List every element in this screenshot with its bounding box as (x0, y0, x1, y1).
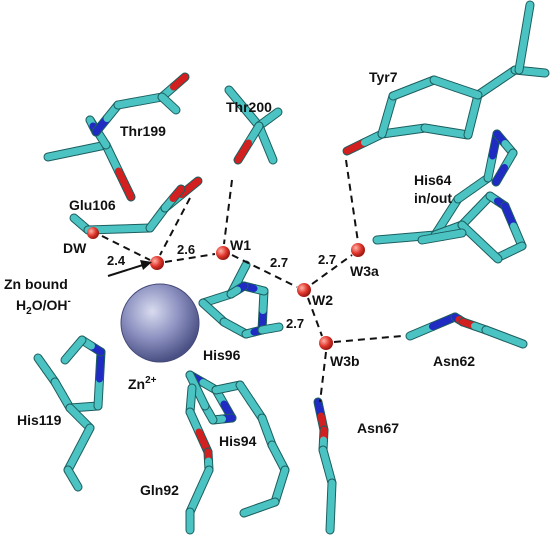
his64-bond (491, 148, 518, 187)
label-w1: W1 (230, 237, 251, 253)
label-his64-line1: His64 (414, 172, 452, 188)
glu106-bond (160, 184, 186, 213)
label-tyr7: Tyr7 (369, 69, 398, 85)
zn-bound-rest: O/OH (32, 297, 68, 313)
tyr7-bond (429, 75, 483, 100)
label-thr200: Thr200 (226, 99, 272, 115)
his64-bond (453, 173, 493, 204)
his94-bond (239, 497, 280, 518)
hbond-w1-w2 (231, 254, 298, 288)
label-zn-bound-line2: H2O/OH- (16, 296, 71, 317)
label-w3a: W3a (350, 263, 379, 279)
his64-bond (500, 201, 527, 251)
hbond-tyr7-w3a (345, 159, 359, 243)
tyr7-bond (377, 123, 430, 139)
tyr7-bond (463, 90, 483, 140)
label-w3b: W3b (330, 353, 360, 369)
tyr7-bond (342, 129, 387, 156)
hbond-dw-znwater (101, 235, 151, 261)
hbond-thr200-w1 (223, 179, 233, 245)
thr199-bond (157, 72, 190, 102)
water-w3b (319, 336, 333, 350)
thr199-bond (157, 92, 181, 115)
hbond-w2-w3a (311, 254, 353, 285)
thr200-bond (233, 121, 264, 165)
his96-bond (257, 286, 269, 335)
label-zinc: Zn2+ (128, 375, 157, 392)
water-w2 (297, 283, 311, 297)
label-asn62: Asn62 (433, 353, 475, 369)
label-his94: His94 (219, 433, 257, 449)
zinc-charge: 2+ (145, 375, 157, 386)
his119-bond (93, 347, 106, 411)
his119-bond (33, 353, 60, 387)
tyr7-bond (514, 0, 535, 75)
asn67-bond (325, 478, 337, 535)
distance-w2-w3b: 2.7 (286, 316, 304, 331)
zn-bound-sup: - (67, 296, 70, 307)
label-dw: DW (63, 240, 87, 256)
asn67-bond (318, 445, 337, 488)
hbond-w2-w3b (307, 297, 323, 337)
water-dw (87, 227, 99, 239)
his64-bond (457, 191, 495, 230)
his96-bond (257, 322, 284, 335)
asn62-bond (481, 325, 528, 349)
water-molecules (87, 227, 365, 350)
label-thr199: Thr199 (120, 123, 166, 139)
his119-bond (50, 377, 75, 413)
hbond-w3b-asn62 (333, 335, 403, 343)
asn62-bond (405, 312, 460, 341)
distance-w1-w2: 2.7 (270, 255, 288, 270)
tyr7-bond (388, 75, 439, 101)
his94-bond (270, 465, 290, 507)
label-his96: His96 (203, 347, 241, 363)
water-w1 (216, 246, 230, 260)
thr199-bond (43, 140, 111, 162)
label-his64-line2: in/out (414, 190, 452, 206)
label-his119: His119 (17, 412, 62, 428)
label-gln92: Gln92 (140, 482, 179, 498)
zn-bound-h: H (16, 297, 26, 313)
his64-bond (417, 228, 467, 245)
label-zn-bound-line1: Zn bound (4, 276, 68, 292)
hbond-glu106-znwater (159, 197, 191, 256)
label-w2: W2 (312, 292, 333, 308)
his119-bond (63, 423, 95, 475)
his94-bond (235, 380, 267, 423)
zn-water-arrow (107, 260, 152, 277)
zn-bound-sub: 2 (26, 306, 32, 317)
thr199-bond (101, 140, 136, 202)
his119-bond (60, 335, 87, 365)
tyr7-bond (420, 123, 473, 140)
residue-sticks (33, 0, 550, 535)
water-w3a (351, 243, 365, 257)
hbond-w3b-asn67 (319, 351, 327, 403)
his119-bond (63, 465, 83, 492)
thr199-bond (113, 92, 167, 110)
hydrogen-bonds (101, 159, 403, 403)
his64-bond (457, 220, 503, 264)
tyr7-bond (473, 65, 520, 100)
his96-bond (226, 281, 249, 299)
distance-w2-w3a: 2.7 (318, 252, 336, 267)
hbond-znwater-w1 (164, 253, 216, 263)
thr199-bond (91, 100, 123, 137)
distance-zn-w1: 2.6 (177, 242, 195, 257)
zinc-ion-sphere (120, 283, 200, 363)
zinc-main: Zn (128, 376, 145, 392)
water-zn-bound (150, 256, 164, 270)
label-asn67: Asn67 (357, 420, 399, 436)
his64-bond (483, 129, 502, 183)
gln92-bond (185, 465, 214, 517)
distance-dw-zn: 2.4 (107, 253, 126, 268)
gln92-bond (185, 407, 213, 457)
label-glu106: Glu106 (69, 197, 116, 213)
